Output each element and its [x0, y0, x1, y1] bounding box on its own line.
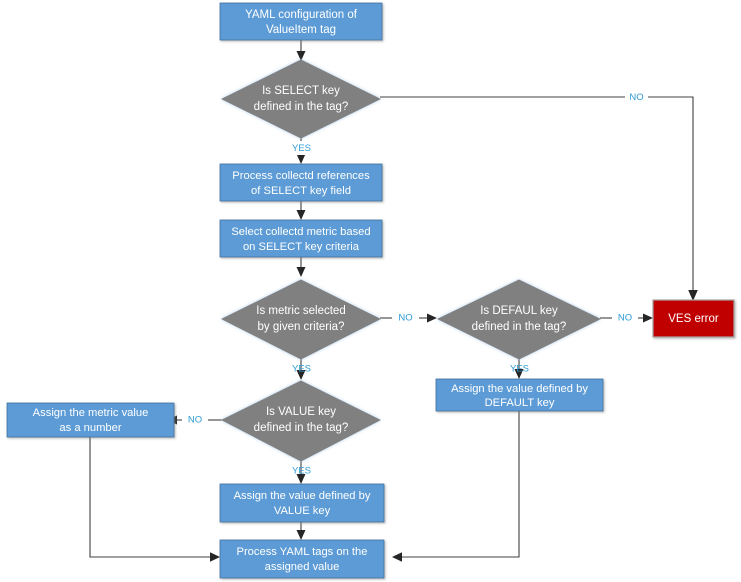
node-assign-value-shape[interactable]	[219, 483, 385, 523]
node-process-references[interactable]: Process collectd references of SELECT ke…	[219, 163, 383, 202]
node-assign-default[interactable]: Assign the value defined by DEFAULT key	[435, 378, 604, 412]
edge-label-metric-no: NO	[398, 313, 412, 324]
node-ves-error[interactable]: VES error	[652, 299, 735, 338]
node-assign-metric-number[interactable]: Assign the metric value as a number	[6, 402, 175, 438]
edge-label-select-no: NO	[629, 92, 643, 103]
connector-default-yes-to-assign-default	[514, 359, 524, 379]
node-assign-value[interactable]: Assign the value defined by VALUE key	[219, 483, 385, 523]
connector-assign-value-to-process-yaml	[296, 522, 306, 540]
connector-assign-metric-number-to-process-yaml	[89, 437, 220, 562]
connector-value-yes-to-assign-value	[296, 461, 306, 484]
edge-label-value-no: NO	[188, 415, 202, 426]
node-start[interactable]: YAML configuration of ValueItem tag	[219, 2, 383, 41]
node-process-yaml-tags[interactable]: Process YAML tags on the assigned value	[219, 539, 385, 579]
connector-default-no-to-ves-error	[600, 313, 653, 323]
node-assign-metric-number-shape[interactable]	[6, 402, 175, 438]
connector-select-no-to-ves-error	[380, 96, 698, 301]
connector-process-references-to-select-metric	[296, 201, 306, 220]
node-value-key-decision-shape[interactable]	[221, 380, 381, 462]
node-value-key-decision[interactable]: Is VALUE key defined in the tag?	[221, 380, 381, 462]
node-start-shape[interactable]	[219, 2, 383, 41]
connector-select-metric-to-metric-decision	[296, 257, 306, 277]
node-select-metric-shape[interactable]	[219, 219, 383, 258]
node-process-yaml-tags-shape[interactable]	[219, 539, 385, 579]
node-metric-selected-decision[interactable]: Is metric selected by given criteria?	[221, 279, 381, 360]
connector-metric-no-to-default-decision	[380, 313, 437, 323]
node-select-key-decision-shape[interactable]	[221, 59, 381, 139]
node-default-key-decision-shape[interactable]	[437, 279, 601, 360]
edge-label-metric-yes: YES	[292, 364, 311, 375]
edge-label-value-yes: YES	[292, 466, 311, 477]
edge-label-select-yes: YES	[292, 143, 311, 154]
node-metric-selected-decision-shape[interactable]	[221, 279, 381, 360]
label-bg-select-no	[625, 90, 648, 104]
node-ves-error-shape[interactable]	[652, 299, 735, 338]
node-default-key-decision[interactable]: Is DEFAUL key defined in the tag?	[437, 279, 601, 360]
node-select-metric[interactable]: Select collectd metric based on SELECT k…	[219, 219, 383, 258]
node-assign-default-shape[interactable]	[435, 378, 604, 412]
node-process-references-shape[interactable]	[219, 163, 383, 202]
connector-start-to-select	[296, 40, 306, 61]
edge-label-default-yes: YES	[510, 364, 529, 375]
node-select-key-decision[interactable]: Is SELECT key defined in the tag?	[221, 59, 381, 139]
connector-assign-default-to-process-yaml	[392, 411, 520, 562]
connector-metric-yes-to-value-decision	[296, 359, 306, 380]
edge-label-default-no: NO	[618, 313, 632, 324]
label-bg-select-yes	[288, 141, 315, 155]
